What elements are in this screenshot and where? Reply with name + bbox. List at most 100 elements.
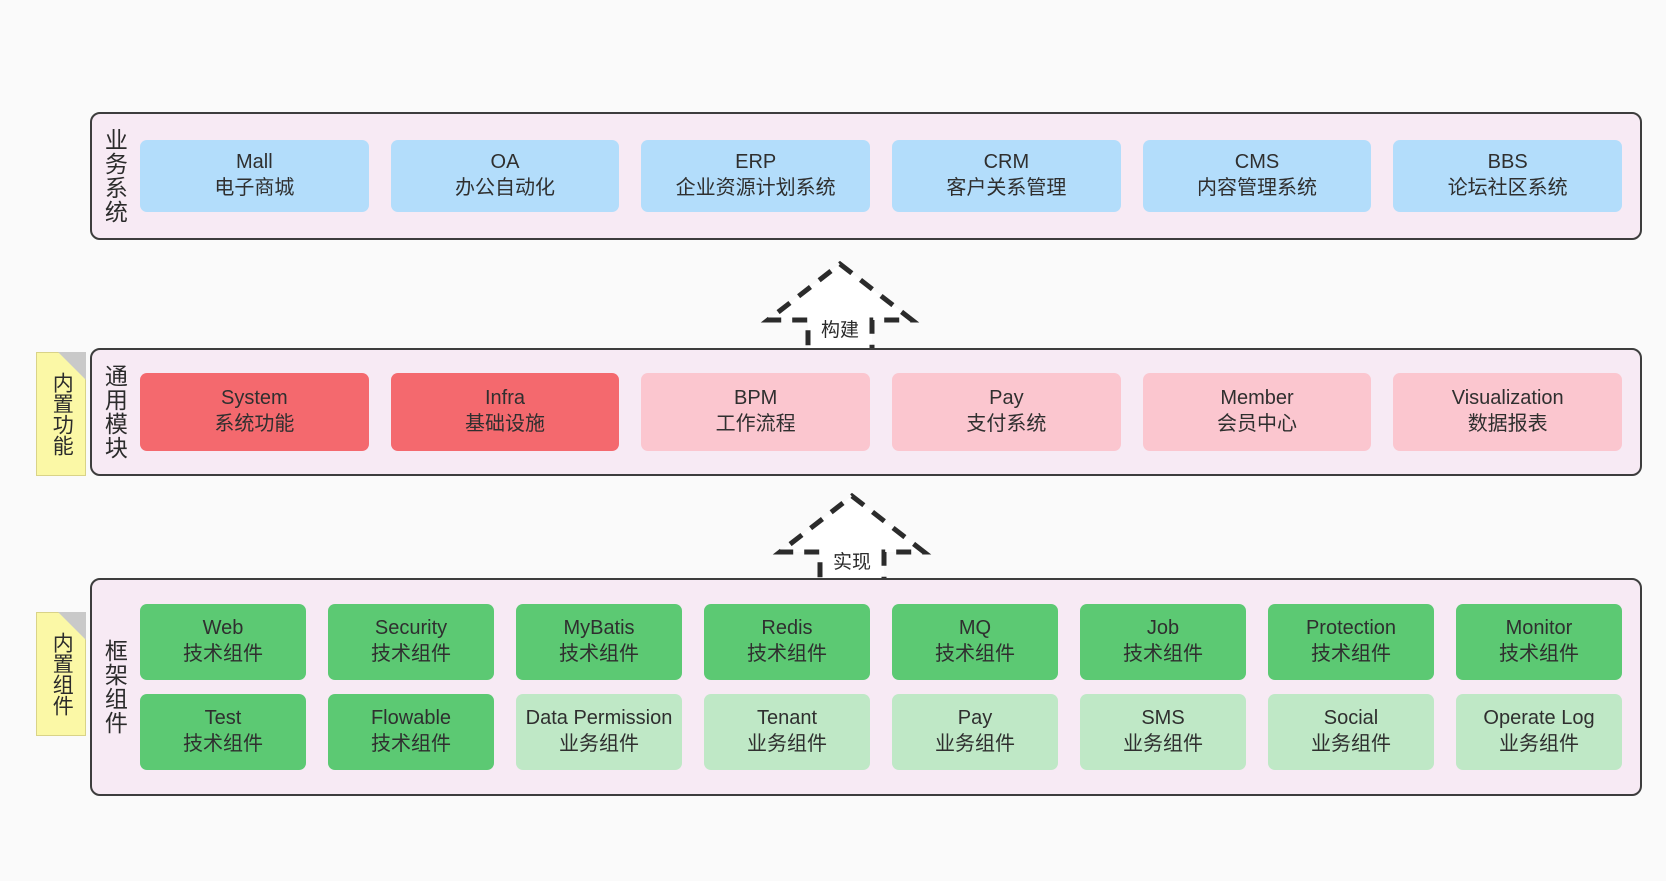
layer-body-modules: System 系统功能 Infra 基础设施 BPM 工作流程 Pay 支付系统… [136,350,1640,474]
layer-common-modules: 通用模块 System 系统功能 Infra 基础设施 BPM 工作流程 Pay… [90,348,1642,476]
card-title-cn: 系统功能 [214,413,295,435]
card-title-cn: 技术组件 [371,733,451,755]
card-title-en: Pay [957,707,993,730]
card-tenant[interactable]: Tenant 业务组件 [704,694,870,770]
card-title-en: CMS [1234,151,1280,174]
card-security[interactable]: Security 技术组件 [328,604,494,680]
layer-body-framework: Web 技术组件 Security 技术组件 MyBatis 技术组件 Redi… [136,580,1640,794]
card-row: Test 技术组件 Flowable 技术组件 Data Permission … [140,694,1622,770]
card-title-en: Monitor [1505,617,1573,640]
card-title-en: OA [490,151,520,174]
card-title-cn: 工作流程 [715,413,796,435]
card-web[interactable]: Web 技术组件 [140,604,306,680]
card-title-cn: 办公自动化 [455,177,555,199]
card-title-cn: 业务组件 [1123,733,1203,755]
card-title-en: Social [1323,707,1379,730]
card-title-en: BBS [1487,151,1528,174]
card-row: Mall 电子商城 OA 办公自动化 ERP 企业资源计划系统 CRM 客户关系… [140,140,1623,212]
card-title-en: Mall [236,151,273,174]
layer-business-systems: 业务系统 Mall 电子商城 OA 办公自动化 ERP 企业资源计划系统 CRM… [90,112,1642,240]
card-title-cn: 企业资源计划系统 [675,177,836,199]
card-title-en: Visualization [1451,387,1564,410]
card-title-en: MyBatis [563,617,635,640]
sticky-note-builtin-component: 内置组件 [36,612,86,736]
sticky-note-builtin-function: 内置功能 [36,352,86,476]
card-visualization[interactable]: Visualization 数据报表 [1393,373,1623,451]
card-protection[interactable]: Protection 技术组件 [1268,604,1434,680]
card-title-cn: 业务组件 [747,733,827,755]
card-title-cn: 技术组件 [1123,643,1203,665]
card-mall[interactable]: Mall 电子商城 [140,140,369,212]
card-title-en: Tenant [756,707,818,730]
card-monitor[interactable]: Monitor 技术组件 [1456,604,1622,680]
card-title-cn: 会员中心 [1217,413,1298,435]
card-flowable[interactable]: Flowable 技术组件 [328,694,494,770]
card-social[interactable]: Social 业务组件 [1268,694,1434,770]
card-title-en: Security [374,617,448,640]
card-title-cn: 业务组件 [1311,733,1391,755]
card-title-cn: 数据报表 [1467,413,1548,435]
card-title-en: Member [1220,387,1294,410]
card-job[interactable]: Job 技术组件 [1080,604,1246,680]
card-operate-log[interactable]: Operate Log 业务组件 [1456,694,1622,770]
arrow-build: 构建 [760,258,920,356]
layer-label-modules: 通用模块 [101,364,128,460]
card-title-en: Redis [761,617,813,640]
card-title-cn: 技术组件 [935,643,1015,665]
card-title-en: Web [202,617,244,640]
card-title-en: MQ [958,617,992,640]
card-redis[interactable]: Redis 技术组件 [704,604,870,680]
card-title-cn: 支付系统 [966,413,1047,435]
card-title-cn: 业务组件 [559,733,639,755]
card-infra[interactable]: Infra 基础设施 [390,373,620,451]
card-title-cn: 技术组件 [183,733,263,755]
card-crm[interactable]: CRM 客户关系管理 [892,140,1121,212]
card-title-en: Infra [484,387,526,410]
card-title-en: SMS [1141,707,1185,730]
card-title-en: Test [204,707,242,730]
card-title-cn: 客户关系管理 [946,177,1067,199]
card-title-en: ERP [735,151,777,174]
card-cms[interactable]: CMS 内容管理系统 [1142,140,1372,212]
card-oa[interactable]: OA 办公自动化 [390,140,620,212]
card-title-cn: 业务组件 [1499,733,1579,755]
card-title-en: Operate Log [1483,707,1595,730]
card-mybatis[interactable]: MyBatis 技术组件 [516,604,682,680]
card-test[interactable]: Test 技术组件 [140,694,306,770]
card-title-cn: 技术组件 [183,643,263,665]
card-title-cn: 技术组件 [559,643,639,665]
card-row: Web 技术组件 Security 技术组件 MyBatis 技术组件 Redi… [140,604,1622,680]
card-title-cn: 业务组件 [935,733,1015,755]
card-title-cn: 技术组件 [1499,643,1579,665]
card-erp[interactable]: ERP 企业资源计划系统 [641,140,871,212]
card-title-cn: 电子商城 [214,177,295,199]
card-member[interactable]: Member 会员中心 [1142,373,1372,451]
layer-body-business: Mall 电子商城 OA 办公自动化 ERP 企业资源计划系统 CRM 客户关系… [136,114,1640,238]
card-row: System 系统功能 Infra 基础设施 BPM 工作流程 Pay 支付系统… [140,373,1623,451]
card-mq[interactable]: MQ 技术组件 [892,604,1058,680]
card-title-en: BPM [734,387,778,410]
card-data-permission[interactable]: Data Permission 业务组件 [516,694,682,770]
card-sms[interactable]: SMS 业务组件 [1080,694,1246,770]
layer-label-business: 业务系统 [101,128,128,224]
layer-label-framework: 框架组件 [101,639,128,735]
card-title-en: CRM [983,151,1030,174]
layer-framework-components: 框架组件 Web 技术组件 Security 技术组件 MyBatis 技术组件… [90,578,1642,796]
arrow-realize: 实现 [772,490,932,588]
card-title-cn: 技术组件 [747,643,827,665]
card-title-en: Data Permission [525,707,673,730]
card-bbs[interactable]: BBS 论坛社区系统 [1393,140,1623,212]
card-title-en: Flowable [370,707,452,730]
card-system[interactable]: System 系统功能 [140,373,369,451]
card-title-en: Protection [1305,617,1397,640]
card-title-en: System [220,387,288,410]
card-title-cn: 基础设施 [465,413,545,435]
card-title-cn: 论坛社区系统 [1447,177,1568,199]
card-pay-component[interactable]: Pay 业务组件 [892,694,1058,770]
card-title-cn: 内容管理系统 [1197,177,1318,199]
card-bpm[interactable]: BPM 工作流程 [641,373,871,451]
card-title-en: Pay [989,387,1024,410]
card-title-cn: 技术组件 [1311,643,1391,665]
card-pay-module[interactable]: Pay 支付系统 [892,373,1121,451]
card-title-cn: 技术组件 [371,643,451,665]
